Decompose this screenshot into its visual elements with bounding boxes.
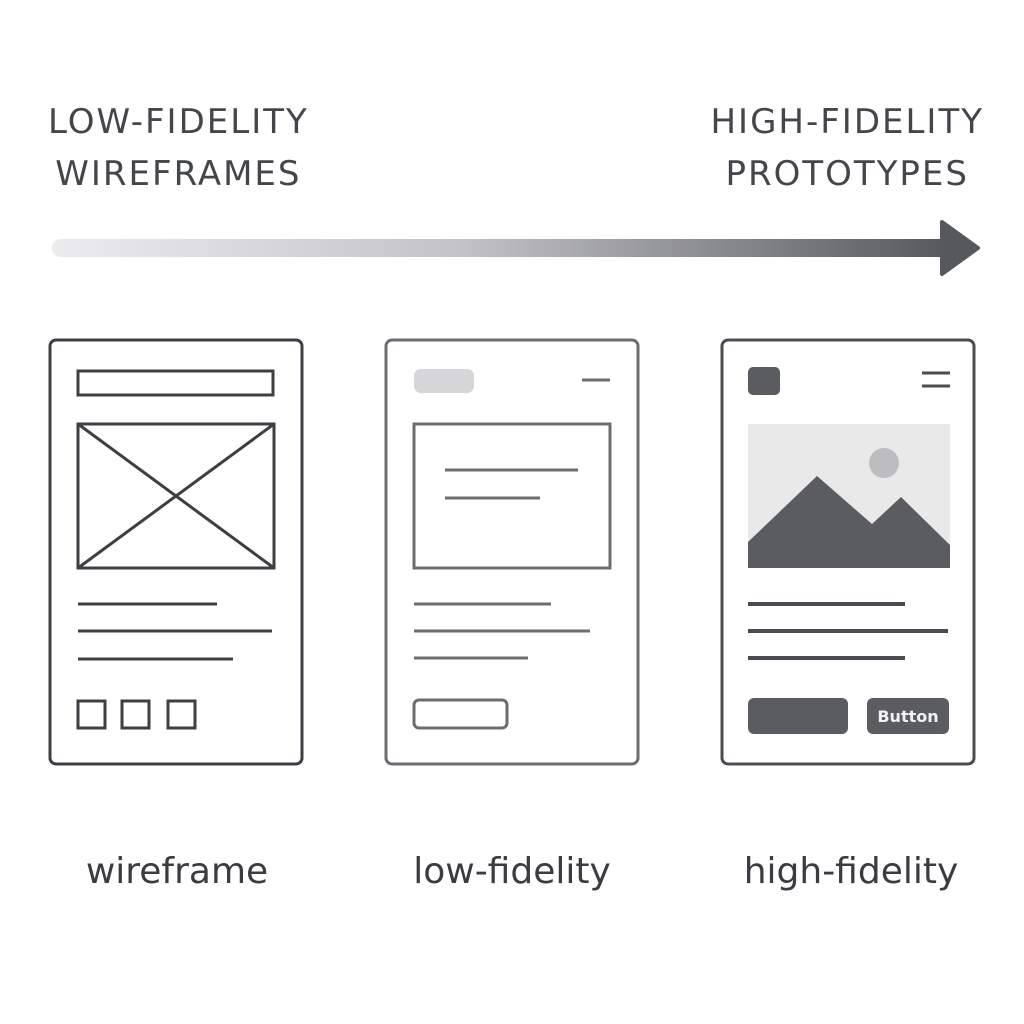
header-bar-placeholder [76,369,275,397]
square-placeholder [120,699,151,730]
caption-low-fidelity: low-fidelity [413,851,611,892]
heading-right-line2: PROTOTYPES [725,154,969,194]
square-placeholder [76,699,107,730]
image-placeholder-cross [77,422,275,570]
heading-left-line2: WIREFRAMES [55,154,302,194]
mountain-shape [748,476,950,568]
sun-circle [869,448,899,478]
progression-arrow [52,220,980,276]
caption-wireframe: wireframe [85,851,269,892]
heading-left-line1: LOW-FIDELITY [48,102,309,142]
arrow-head [940,220,980,276]
heading-low-fidelity: LOW-FIDELITY WIREFRAMES [48,96,309,200]
heading-high-fidelity: HIGH-FIDELITY PROTOTYPES [710,96,984,200]
logo-square [748,367,780,395]
button-outline-placeholder [412,698,509,730]
landscape-image-icon [748,424,950,568]
primary-button [867,698,949,734]
low-fidelity-card [384,338,640,766]
hamburger-menu-icon [922,371,950,388]
content-box [412,422,612,570]
logo-placeholder [414,369,474,393]
secondary-button [748,698,848,734]
image-placeholder [76,422,276,570]
image-placeholder-box [76,422,276,570]
caption-high-fidelity: high-fidelity [743,851,959,892]
primary-button-label: Button [877,707,938,726]
heading-right-line1: HIGH-FIDELITY [710,102,984,142]
square-placeholder [166,699,197,730]
wireframe-card [48,338,304,766]
arrow-shaft [52,239,950,257]
high-fidelity-card: Button [720,338,976,766]
